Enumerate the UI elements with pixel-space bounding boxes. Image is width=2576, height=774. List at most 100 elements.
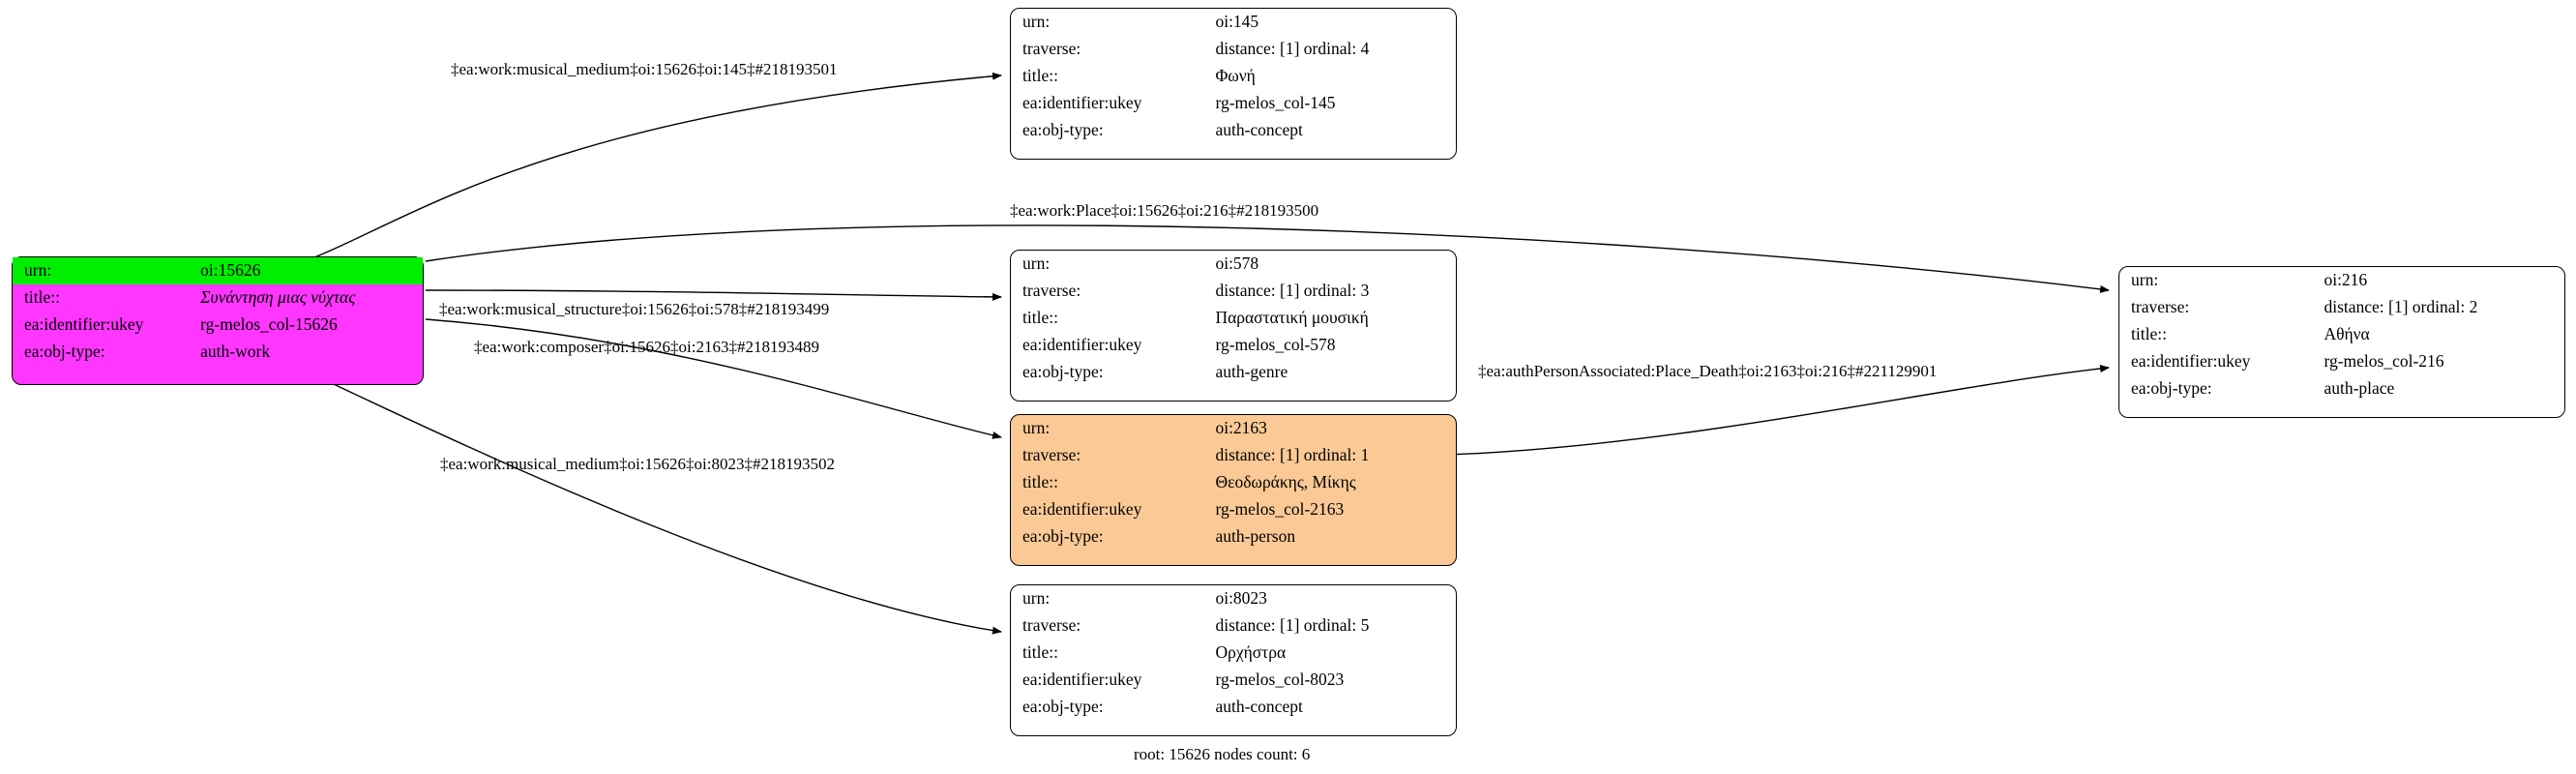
row-key: title:: [1022,66,1058,86]
edge-path-e1 [309,72,1002,260]
row-value: auth-concept [1215,697,1303,717]
row-key: traverse: [1022,445,1081,465]
row-value: Αθήνα [2324,324,2370,344]
node-row: urn: oi:2163 [1011,415,1456,442]
edge-label-musical-medium-145: ‡ea:work:musical_medium‡oi:15626‡oi:145‡… [451,60,838,78]
node-oi-2163[interactable]: urn: oi:2163 traverse: distance: [1] ord… [1010,414,1457,566]
row-key: ea:obj-type: [1022,120,1104,140]
row-key: ea:obj-type: [2131,378,2212,399]
row-value: auth-work [200,342,271,362]
row-key: urn: [1022,253,1051,274]
row-key: ea:obj-type: [1022,362,1104,382]
node-row: ea:obj-type: auth-person [1011,523,1456,551]
node-row: title:: Φωνή [1011,63,1456,90]
row-value: rg-melos_col-578 [1215,335,1336,355]
row-value: oi:216 [2324,270,2368,290]
node-row: urn: oi:15626 [13,257,423,284]
row-key: traverse: [1022,39,1081,59]
row-value: distance: [1] ordinal: 1 [1215,445,1370,465]
node-root[interactable]: urn: oi:15626 title:: Συνάντηση μιας νύχ… [12,256,424,385]
row-value: rg-melos_col-8023 [1215,670,1345,690]
node-row: ea:obj-type: auth-genre [1011,359,1456,386]
node-row: traverse: distance: [1] ordinal: 5 [1011,612,1456,640]
node-oi-216[interactable]: urn: oi:216 traverse: distance: [1] ordi… [2118,266,2565,418]
row-key: title:: [1022,642,1058,663]
edge-path-e3 [425,289,1002,301]
node-row: ea:identifier:ukey rg-melos_col-8023 [1011,667,1456,694]
row-key: urn: [1022,588,1051,609]
node-row: urn: oi:578 [1011,251,1456,278]
row-value: distance: [1] ordinal: 2 [2324,297,2478,317]
node-row: title:: Ορχήστρα [1011,640,1456,667]
row-value: oi:145 [1215,12,1259,32]
node-row: ea:identifier:ukey rg-melos_col-15626 [13,312,423,339]
row-value: Φωνή [1215,66,1256,86]
row-value: oi:8023 [1215,588,1267,609]
node-row: traverse: distance: [1] ordinal: 2 [2119,294,2564,321]
row-key: ea:identifier:ukey [24,314,144,335]
row-key: ea:identifier:ukey [2131,351,2251,372]
node-row: ea:identifier:ukey rg-melos_col-578 [1011,332,1456,359]
row-key: urn: [1022,418,1051,438]
node-row: title:: Αθήνα [2119,321,2564,348]
node-row: ea:identifier:ukey rg-melos_col-145 [1011,90,1456,117]
row-key: title:: [1022,308,1058,328]
row-key: ea:obj-type: [1022,697,1104,717]
edge-label-person-place-death: ‡ea:authPersonAssociated:Place_Death‡oi:… [1478,362,1938,380]
node-row: title:: Παραστατική μουσική [1011,305,1456,332]
row-key: ea:obj-type: [24,342,105,362]
edge-label-musical-medium-8023: ‡ea:work:musical_medium‡oi:15626‡oi:8023… [440,455,835,473]
row-value: Συνάντηση μιας νύχτας [200,287,356,308]
row-value: auth-genre [1215,362,1288,382]
row-value: auth-person [1215,526,1296,547]
row-key: ea:identifier:ukey [1022,670,1142,690]
node-row: ea:obj-type: auth-concept [1011,694,1456,721]
row-value: distance: [1] ordinal: 3 [1215,281,1370,301]
edge-path-e5 [318,376,1002,635]
row-value: oi:15626 [200,257,423,284]
row-key: title:: [1022,472,1058,492]
row-value: oi:578 [1215,253,1259,274]
row-value: Παραστατική μουσική [1215,308,1369,328]
row-value: rg-melos_col-2163 [1215,499,1345,520]
row-key: ea:obj-type: [1022,526,1104,547]
node-row: urn: oi:8023 [1011,585,1456,612]
node-oi-8023[interactable]: urn: oi:8023 traverse: distance: [1] ord… [1010,584,1457,736]
node-row: traverse: distance: [1] ordinal: 1 [1011,442,1456,469]
node-oi-578[interactable]: urn: oi:578 traverse: distance: [1] ordi… [1010,250,1457,402]
edge-label-musical-structure-578: ‡ea:work:musical_structure‡oi:15626‡oi:5… [439,300,830,318]
row-key: traverse: [1022,615,1081,636]
node-row: ea:identifier:ukey rg-melos_col-2163 [1011,496,1456,523]
row-value: distance: [1] ordinal: 5 [1215,615,1370,636]
node-row: urn: oi:145 [1011,9,1456,36]
row-value: auth-place [2324,378,2395,399]
node-row: ea:obj-type: auth-concept [1011,117,1456,144]
row-value: Θεοδωράκης, Μίκης [1215,472,1356,492]
row-key: ea:identifier:ukey [1022,335,1142,355]
row-value: rg-melos_col-216 [2324,351,2444,372]
row-value: auth-concept [1215,120,1303,140]
row-key: traverse: [1022,281,1081,301]
edge-label-place-216: ‡ea:work:Place‡oi:15626‡oi:216‡#21819350… [1010,201,1319,220]
row-value: rg-melos_col-145 [1215,93,1336,113]
node-row: ea:obj-type: auth-place [2119,375,2564,402]
node-row: urn: oi:216 [2119,267,2564,294]
row-value: rg-melos_col-15626 [200,314,338,335]
row-key: title:: [24,287,60,308]
row-key: urn: [2131,270,2159,290]
node-row: title:: Θεοδωράκης, Μίκης [1011,469,1456,496]
node-row: ea:obj-type: auth-work [13,339,423,366]
row-key: title:: [2131,324,2167,344]
node-oi-145[interactable]: urn: oi:145 traverse: distance: [1] ordi… [1010,8,1457,160]
row-key: ea:identifier:ukey [1022,93,1142,113]
node-row: title:: Συνάντηση μιας νύχτας [13,284,423,312]
row-key: urn: [1022,12,1051,32]
node-row: traverse: distance: [1] ordinal: 3 [1011,278,1456,305]
graph-caption: root: 15626 nodes count: 6 [1134,745,1311,763]
row-key: ea:identifier:ukey [1022,499,1142,520]
node-row: traverse: distance: [1] ordinal: 4 [1011,36,1456,63]
row-key: traverse: [2131,297,2190,317]
row-value: oi:2163 [1215,418,1267,438]
node-row: ea:identifier:ukey rg-melos_col-216 [2119,348,2564,375]
